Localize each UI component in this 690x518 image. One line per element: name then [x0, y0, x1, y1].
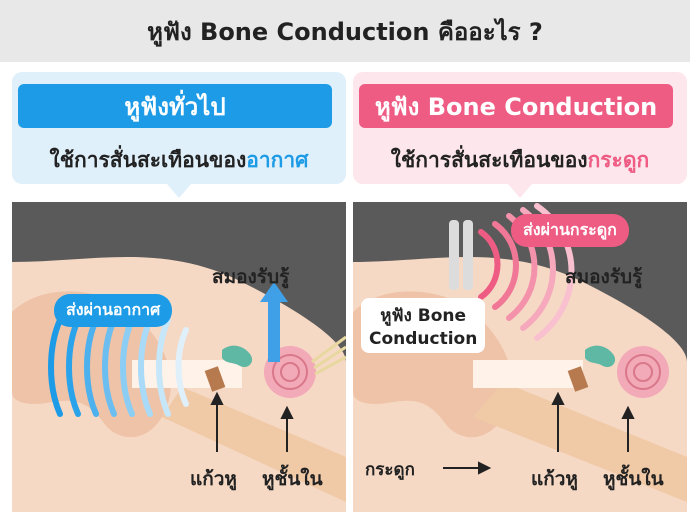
ear-canal: [132, 360, 242, 388]
subtitle-accent: กระดูก: [587, 148, 650, 172]
brain-label: สมองรับรู้: [565, 266, 643, 288]
ear-canal: [473, 360, 583, 388]
brain-arrow: [260, 282, 288, 362]
air-sound-waves: [48, 317, 189, 417]
ear-illustration-bone: ส่งผ่านกระดูก สมองรับรู้ หูฟัง Bone Cond…: [353, 202, 687, 512]
bone-label: กระดูก: [365, 460, 415, 480]
ossicles: [222, 345, 253, 368]
bubble-tail: [508, 184, 532, 198]
bubble-tail: [167, 184, 191, 198]
subtitle-regular: ใช้การสั่นสะเทือนของอากาศ: [12, 144, 346, 177]
device-label-line2: Conduction: [369, 329, 478, 349]
headphone-band: [449, 220, 459, 290]
bone-band: [162, 387, 346, 502]
cochlea: [617, 346, 669, 398]
inner-ear-label: หูชั้นใน: [262, 468, 323, 490]
eardrum-label: แก้วหู: [190, 468, 237, 490]
page-title: หูฟัง Bone Conduction คืออะไร ?: [147, 17, 543, 46]
brain-label: สมองรับรู้: [212, 266, 290, 288]
title-bar: หูฟัง Bone Conduction คืออะไร ?: [0, 0, 690, 62]
pointer-arrows: [443, 391, 635, 475]
air-pill: ส่งผ่านอากาศ: [54, 294, 173, 327]
heading-regular: หูฟังทั่วไป: [18, 84, 332, 128]
eardrum-label: แก้วหู: [531, 468, 578, 490]
pointer-arrows: [210, 391, 294, 452]
bone-band: [473, 382, 687, 502]
device-label-line1: หูฟัง Bone: [380, 306, 467, 326]
ear-illustration-air: ส่งผ่านอากาศ สมองรับรู้ แก้วหู หูชั้นใน: [12, 202, 346, 512]
air-conduction-diagram: [12, 257, 346, 512]
device-callout: หูฟัง Bone Conduction: [361, 298, 486, 353]
bone-pill: ส่งผ่านกระดูก: [511, 214, 629, 247]
panel-bone-conduction: หูฟัง Bone Conduction ใช้การสั่นสะเทือนข…: [353, 72, 687, 512]
inner-ear-label: หูชั้นใน: [603, 468, 664, 490]
subtitle-accent: อากาศ: [246, 148, 309, 172]
ossicles: [585, 345, 616, 368]
subtitle-prefix: ใช้การสั่นสะเทือนของ: [49, 148, 247, 172]
eardrum-shape: [567, 366, 589, 392]
subtitle-bone: ใช้การสั่นสะเทือนของกระดูก: [353, 144, 687, 177]
eardrum-shape: [204, 366, 226, 392]
subtitle-prefix: ใช้การสั่นสะเทือนของ: [390, 148, 588, 172]
panel-regular-earphone: หูฟังทั่วไป ใช้การสั่นสะเทือนของอากาศ: [12, 72, 346, 512]
nerve-lines: [311, 335, 346, 376]
heading-bone: หูฟัง Bone Conduction: [359, 84, 673, 128]
